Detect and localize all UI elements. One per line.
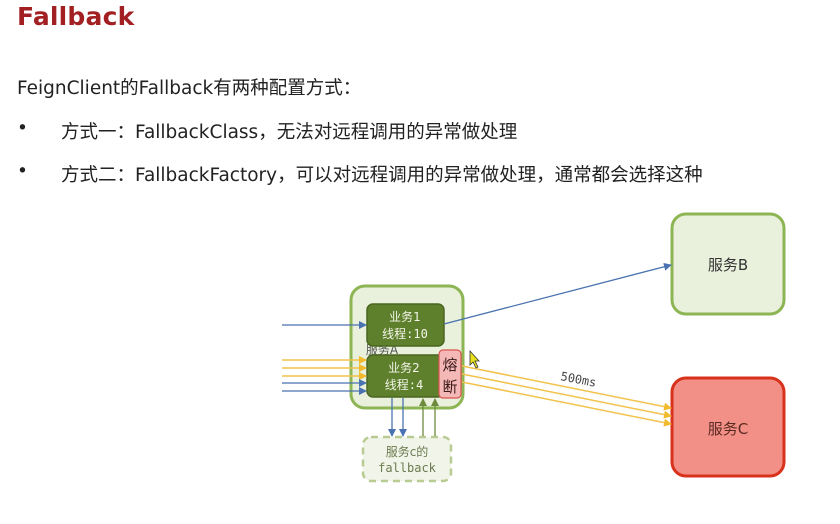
business-1-line2: 线程:10 [382,326,428,341]
circuit-breaker-node: 熔 断 [438,349,462,399]
business-1-node: 业务1 线程:10 [366,303,445,347]
mouse-cursor-icon [469,349,480,369]
breaker-line2: 断 [442,378,457,396]
business-2-line1: 业务2 [388,360,420,375]
call-arrow-to-service-c [461,381,672,427]
bullet-marker: • [17,161,28,182]
business-2-line2: 线程:4 [385,377,423,392]
service-c-label: 服务C [708,420,748,438]
call-arrow-to-service-c [461,373,672,419]
business-2-node: 业务2 线程:4 [366,354,445,398]
service-b-node: 服务B [670,212,786,316]
call-arrow-to-service-b [443,262,672,325]
call-arrow-to-service-c [461,365,672,411]
service-b-label: 服务B [708,256,748,274]
bullet-text: 方式二：FallbackFactory，可以对远程调用的异常做处理，通常都会选择… [61,165,703,186]
intro-text: FeignClient的Fallback有两种配置方式： [17,78,362,99]
slide-title: Fallback [17,2,135,31]
bullet-text: 方式一：FallbackClass，无法对远程调用的异常做处理 [61,122,518,143]
bullet-marker: • [17,118,28,139]
breaker-line1: 熔 [442,356,457,374]
fallback-label-line1: 服务c的 [386,444,429,459]
fallback-node: 服务c的 fallback [361,435,453,483]
business-1-line1: 业务1 [389,309,421,324]
service-c-node: 服务C [670,376,786,478]
latency-label: 500ms [559,369,597,390]
fallback-label-line2: fallback [378,461,437,475]
